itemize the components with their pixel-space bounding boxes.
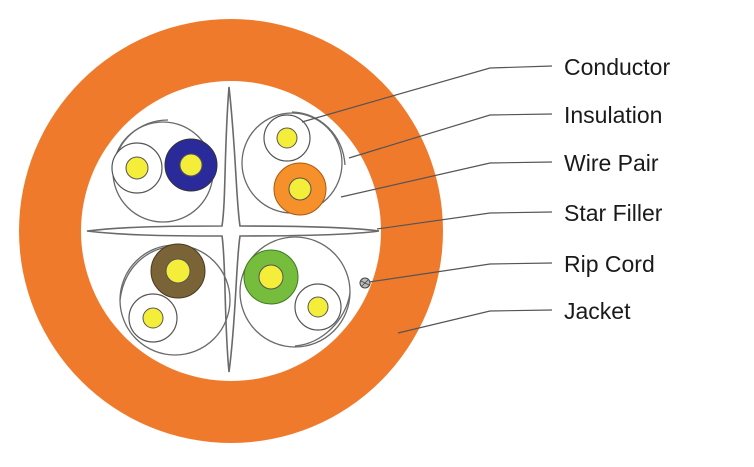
conductor-dot <box>179 153 203 177</box>
wire-white-green <box>294 283 342 331</box>
label-conductor: Conductor <box>564 54 670 80</box>
wire-blue <box>164 138 218 192</box>
leader-wire-pair <box>340 161 553 198</box>
label-star-filler: Star Filler <box>564 200 663 226</box>
star-filler <box>86 86 380 373</box>
wire-brown <box>150 243 206 299</box>
rip-cord <box>359 277 371 289</box>
label-wire-pair: Wire Pair <box>564 150 659 176</box>
leader-lines <box>301 65 553 334</box>
wire-orange <box>273 162 327 216</box>
conductor-dot <box>165 258 191 284</box>
leader-insulation <box>348 113 553 159</box>
label-rip-cord: Rip Cord <box>564 251 655 277</box>
conductor-dot <box>276 127 298 149</box>
wire-white-blue <box>111 142 163 194</box>
wire-pair-orange <box>263 114 327 216</box>
leader-star-filler <box>376 211 553 230</box>
conductor-dot <box>307 296 329 318</box>
leader-conductor <box>301 65 553 123</box>
wire-pair-blue <box>111 138 218 194</box>
conductor-dot <box>125 156 149 180</box>
wire-white-brown <box>128 293 178 343</box>
label-jacket: Jacket <box>564 298 631 324</box>
wire-pair-brown <box>128 243 206 343</box>
conductor-dot <box>288 177 312 201</box>
conductor-dot <box>258 264 284 290</box>
leader-jacket <box>397 309 553 334</box>
wire-white-orange <box>263 114 311 162</box>
conductor-dot <box>142 307 164 329</box>
leader-rip-cord <box>368 262 553 283</box>
label-insulation: Insulation <box>564 102 662 128</box>
wire-green <box>243 249 299 305</box>
wire-pair-green <box>243 249 342 331</box>
